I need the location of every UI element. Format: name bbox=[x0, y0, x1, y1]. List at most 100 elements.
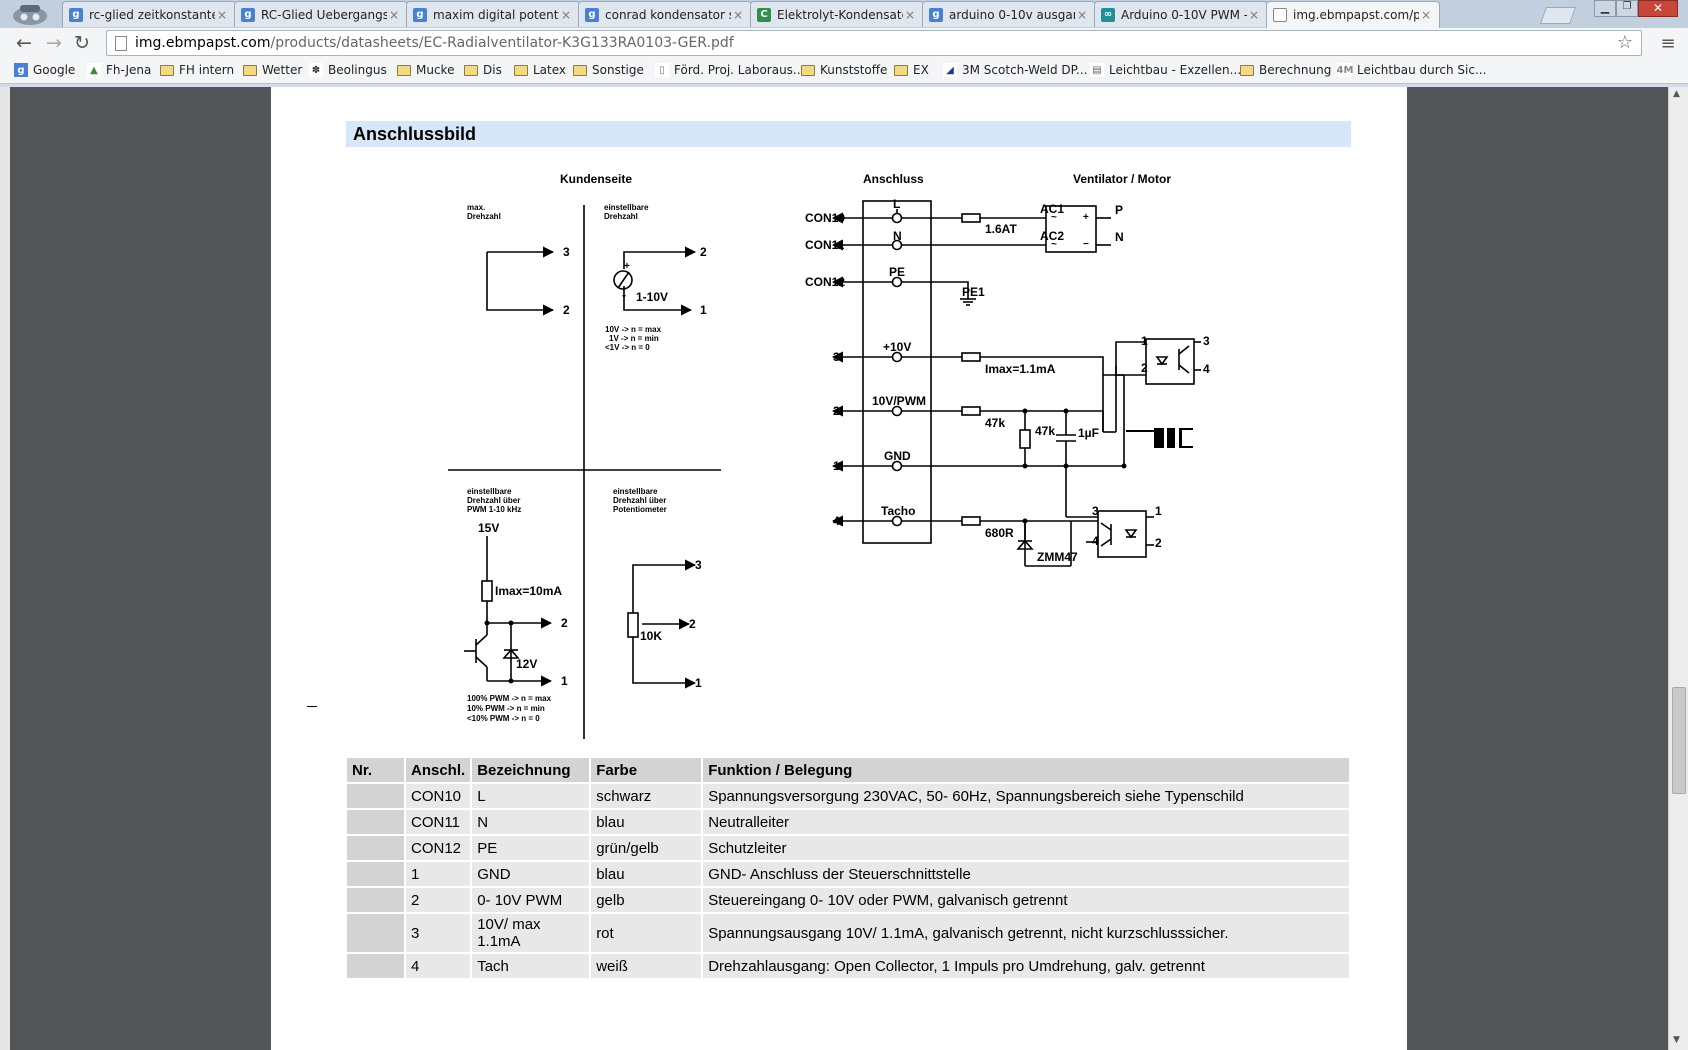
maximize-button[interactable]: ❐ bbox=[1616, 0, 1638, 17]
opto2-pin-3: 3 bbox=[1092, 504, 1099, 518]
q2-title-2: Drehzahl bbox=[604, 212, 638, 221]
forward-arrow-icon[interactable]: → bbox=[46, 32, 62, 54]
bridge-tilde-2: ~ bbox=[1051, 239, 1057, 250]
pin-tacho-label: Tacho bbox=[881, 504, 915, 518]
google-icon: g bbox=[929, 7, 943, 22]
tab-close-icon[interactable]: × bbox=[560, 7, 572, 22]
bookmark-item[interactable]: ✽Beolingus bbox=[309, 63, 387, 77]
folder-icon bbox=[397, 64, 411, 76]
table-cell bbox=[347, 862, 404, 886]
table-cell: GND bbox=[472, 862, 590, 886]
bookmark-item[interactable]: Berechnung bbox=[1240, 63, 1331, 77]
col-anschl: Anschl. bbox=[406, 758, 471, 782]
tab-1[interactable]: gRC-Glied Uebergangsfreq× bbox=[234, 1, 408, 27]
close-window-button[interactable]: ✕ bbox=[1638, 0, 1678, 17]
q3-zener: 12V bbox=[516, 657, 537, 671]
tab-title: conrad kondensator sortir bbox=[605, 7, 731, 22]
bookmark-label: Leichtbau - Exzellen... bbox=[1109, 63, 1242, 77]
header-ventilator: Ventilator / Motor bbox=[1073, 172, 1171, 186]
vertical-scrollbar[interactable]: ▲ ▼ bbox=[1668, 87, 1688, 1050]
bookmark-item[interactable]: Latex bbox=[514, 63, 566, 77]
bookmark-label: Sonstige bbox=[592, 63, 644, 77]
bookmark-label: Leichtbau durch Sic... bbox=[1357, 63, 1487, 77]
conrad-icon: C bbox=[757, 7, 771, 22]
tab-close-icon[interactable]: × bbox=[1248, 7, 1260, 22]
google-icon: g bbox=[69, 7, 83, 22]
tab-close-icon[interactable]: × bbox=[216, 7, 228, 22]
table-cell: Steuereingang 0- 10V oder PWM, galvanisc… bbox=[703, 888, 1349, 912]
bookmark-item[interactable]: FH intern bbox=[160, 63, 234, 77]
address-bar[interactable]: img.ebmpapst.com/products/datasheets/EC-… bbox=[106, 30, 1642, 56]
bookmark-label: Mucke bbox=[416, 63, 455, 77]
num-2: 2 bbox=[833, 404, 840, 418]
tab-title: arduino 0-10v ausgangssi bbox=[949, 7, 1075, 22]
scroll-up-arrow-icon[interactable]: ▲ bbox=[1673, 89, 1680, 99]
table-cell bbox=[347, 810, 404, 834]
tab-close-icon[interactable]: × bbox=[904, 7, 916, 22]
pdf-page: Anschlussbild bbox=[271, 87, 1407, 1050]
bookmark-item[interactable]: Sonstige bbox=[573, 63, 644, 77]
col-farbe: Farbe bbox=[591, 758, 702, 782]
q2-note-2: 1V -> n = min bbox=[609, 334, 659, 343]
tab-close-icon[interactable]: × bbox=[1076, 7, 1088, 22]
q3-note-3: <10% PWM -> n = 0 bbox=[467, 714, 540, 723]
bookmark-label: Förd. Proj. Laboraus... bbox=[674, 63, 805, 77]
pin-pwm-label: 10V/PWM bbox=[872, 394, 926, 408]
tab-5[interactable]: g arduino 0-10v ausgangssi× bbox=[922, 1, 1096, 27]
col-funktion: Funktion / Belegung bbox=[703, 758, 1349, 782]
pin-gnd-label: GND bbox=[884, 449, 911, 463]
new-tab-button[interactable] bbox=[1539, 7, 1577, 24]
pin-n-label: N bbox=[893, 229, 902, 243]
opto1-pin-1: 1 bbox=[1141, 334, 1148, 348]
tab-7[interactable]: img.ebmpapst.com/prod× bbox=[1266, 1, 1440, 28]
q2-note-1: 10V -> n = max bbox=[605, 325, 662, 334]
tab-0[interactable]: grc-glied zeitkonstante ber× bbox=[62, 1, 236, 27]
wiring-diagram: Kundenseite Anschluss Ventilator / Motor… bbox=[448, 172, 1210, 739]
back-arrow-icon[interactable]: ← bbox=[16, 32, 32, 54]
tab-title: RC-Glied Uebergangsfreq bbox=[261, 7, 387, 22]
star-icon[interactable]: ☆ bbox=[1616, 32, 1633, 53]
bookmark-label: Google bbox=[33, 63, 76, 77]
bookmark-item[interactable]: ▯Förd. Proj. Laboraus... bbox=[655, 63, 804, 77]
tab-close-icon[interactable]: × bbox=[732, 7, 744, 22]
bookmark-item[interactable]: EX bbox=[894, 63, 929, 77]
menu-icon[interactable]: ≡ bbox=[1660, 32, 1676, 54]
tab-6[interactable]: ∞Arduino 0-10V PWM - KS× bbox=[1094, 1, 1268, 27]
tab-title: img.ebmpapst.com/prod bbox=[1293, 8, 1419, 22]
table-cell: blau bbox=[591, 810, 702, 834]
tab-close-icon[interactable]: × bbox=[388, 7, 400, 22]
url-path: /products/datasheets/EC-Radialventilator… bbox=[270, 35, 734, 51]
bookmark-item[interactable]: Dis bbox=[464, 63, 502, 77]
bookmark-item[interactable]: ▤Leichtbau - Exzellen... bbox=[1090, 63, 1241, 77]
table-cell: blau bbox=[591, 862, 702, 886]
table-cell: Neutralleiter bbox=[703, 810, 1349, 834]
bookmark-item[interactable]: ▲Fh-Jena bbox=[87, 63, 151, 77]
reload-icon[interactable]: ↻ bbox=[74, 32, 90, 54]
tab-close-icon[interactable]: × bbox=[1420, 8, 1432, 22]
bookmark-item[interactable]: Wetter bbox=[243, 63, 302, 77]
minimize-button[interactable]: ▁ bbox=[1594, 0, 1616, 17]
scrollbar-thumb[interactable] bbox=[1672, 687, 1686, 794]
section-title: Anschlussbild bbox=[346, 121, 1351, 147]
4m-icon: 4M bbox=[1336, 63, 1354, 77]
scroll-down-arrow-icon[interactable]: ▼ bbox=[1673, 1035, 1680, 1045]
q1-title-2: Drehzahl bbox=[467, 212, 501, 221]
bookmark-item[interactable]: Mucke bbox=[397, 63, 454, 77]
bookmark-item[interactable]: Kunststoffe bbox=[801, 63, 887, 77]
q3-title-3: PWM 1-10 kHz bbox=[467, 505, 521, 514]
num-3: 3 bbox=[833, 350, 840, 364]
opto2-pin-4: 4 bbox=[1092, 534, 1099, 548]
header-anschluss: Anschluss bbox=[863, 172, 924, 186]
cap-label: 1µF bbox=[1078, 426, 1099, 440]
bookmark-item[interactable]: ◢3M Scotch-Weld DP... bbox=[943, 63, 1087, 77]
table-cell: weiß bbox=[591, 954, 702, 978]
